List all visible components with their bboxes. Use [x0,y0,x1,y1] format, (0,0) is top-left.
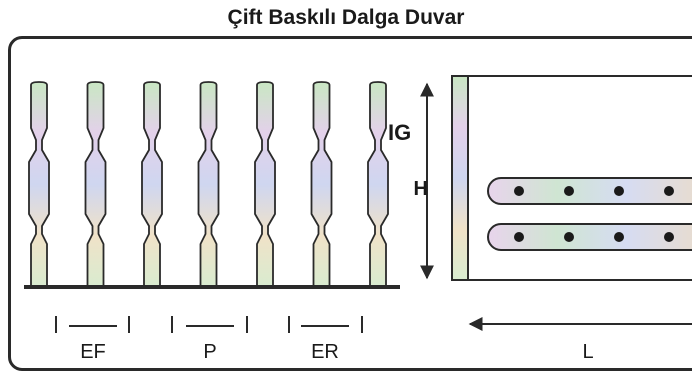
er-label: ER [311,341,339,363]
roller-dot [564,186,574,196]
roller-dot [564,232,574,242]
wave-wire [28,81,50,288]
wave-wire [84,81,107,288]
roller-dot [614,232,624,242]
roller-dot [514,186,524,196]
roller-dot [664,186,674,196]
roller-dot [614,186,624,196]
diagram-frame [8,36,692,371]
l-label: L [582,341,593,363]
roller [487,223,692,251]
wave-wire [141,81,163,288]
ig-label: IG [388,120,411,145]
p-label: P [203,341,216,363]
wall-post [451,75,469,281]
wave-wire [197,81,220,288]
wave-wire [254,81,276,288]
wire-group [28,81,389,288]
roller-dot [514,232,524,242]
wave-wire [310,81,333,288]
roller [487,177,692,205]
dimension-markers [55,316,363,333]
roller-group [487,177,692,251]
h-label: H [414,178,428,200]
wave-wire [367,81,389,288]
diagram-title: Çift Baskılı Dalga Duvar [227,6,465,29]
ef-label: EF [80,341,106,363]
roller-dot [664,232,674,242]
